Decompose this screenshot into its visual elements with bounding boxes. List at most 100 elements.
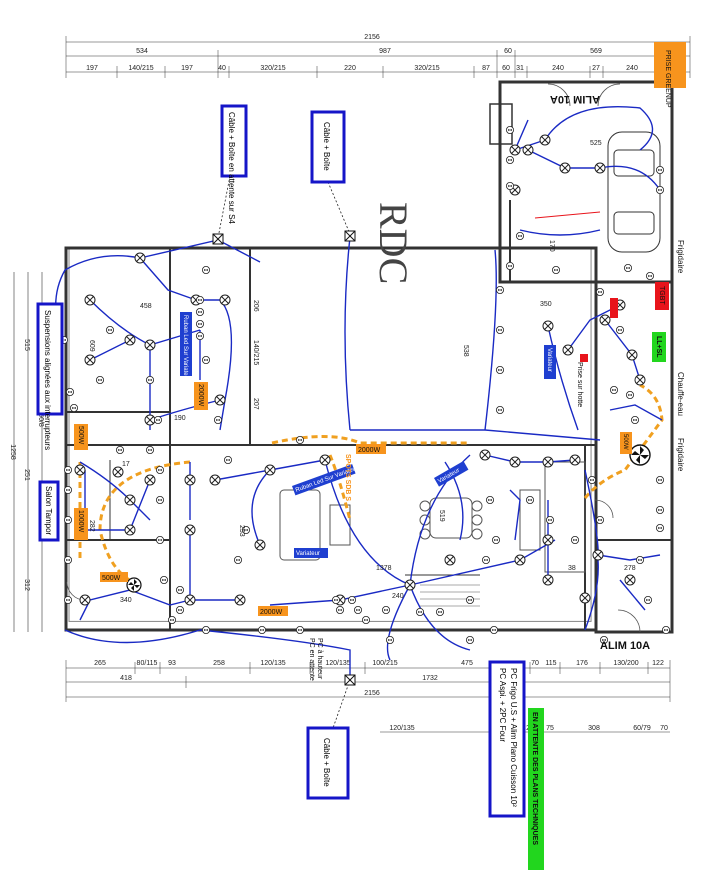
dim-bot-1-9: 115 xyxy=(545,660,556,667)
dim-bot-3-4: 60/79 xyxy=(633,725,651,732)
dim-top-1-3: 569 xyxy=(590,48,602,55)
dimension-bottom: 265 80/115 93 258 120/135 120/135 100/21… xyxy=(65,660,671,733)
power-outlet-icon xyxy=(295,435,304,444)
tag-prise-greenup: PRISE GREENUP xyxy=(654,42,686,108)
tag-prise-greenup-text: PRISE GREENUP xyxy=(664,50,671,108)
callout-top-center-text: Câble + Boîte xyxy=(322,122,331,171)
callout-top-center: Câble + Boîte xyxy=(310,110,346,184)
power-outlet-icon xyxy=(223,455,232,464)
dim-top-2-1: 140/215 xyxy=(128,65,153,72)
power-outlet-icon xyxy=(64,596,73,605)
dim-top-2-11: 27 xyxy=(592,65,600,72)
dim-top-total: 2156 xyxy=(364,34,380,41)
power-outlet-icon xyxy=(505,261,514,270)
ceiling-light-icon xyxy=(444,554,456,566)
tag-en-attente: EN ATTENTE DES PLANS TECHNIQUES xyxy=(528,708,544,870)
power-outlet-icon xyxy=(526,495,535,504)
ceiling-light-icon xyxy=(624,574,636,586)
ceiling-light-icon xyxy=(562,344,574,356)
dim-inner-15: 340 xyxy=(120,597,132,604)
power-outlet-icon xyxy=(153,415,162,424)
power-outlet-icon xyxy=(66,387,75,396)
power-outlet-icon xyxy=(485,495,494,504)
power-outlet-icon xyxy=(631,415,640,424)
tag-ruban-a-text: Ruban Led Sur Variateur xyxy=(182,315,188,381)
ceiling-light-icon xyxy=(569,454,581,466)
tag-2000w-c: 2000W xyxy=(258,606,288,616)
ceiling-light-icon xyxy=(594,162,606,174)
dim-top-2-0: 197 xyxy=(86,65,98,72)
tag-en-attente-text: EN ATTENTE DES PLANS TECHNIQUES xyxy=(531,712,538,845)
tag-1000w: 1000W xyxy=(74,508,88,540)
dim-inner-9: 525 xyxy=(590,140,602,147)
tag-2000w-a: 2000W xyxy=(194,382,208,410)
dimension-inner: 458 609 206 140/215 207 190 282 538 350 … xyxy=(88,140,636,604)
power-outlet-icon xyxy=(335,606,344,615)
power-outlet-icon xyxy=(491,536,500,545)
power-outlet-icon xyxy=(353,606,362,615)
dim-bot-1-11: 130/200 xyxy=(613,660,638,667)
label-pc-attente: PC en attente xyxy=(308,638,315,681)
dimension-top: 2156 534 987 60 569 197 140/215 197 40 3… xyxy=(65,34,691,78)
dim-inner-8: 350 xyxy=(540,301,552,308)
tag-variateur-b-text: Variateur xyxy=(296,551,320,557)
power-outlet-icon xyxy=(600,636,609,645)
power-outlet-icon xyxy=(656,165,665,174)
power-outlet-icon xyxy=(571,536,580,545)
dim-bot-1-10: 176 xyxy=(576,660,588,667)
power-outlet-icon xyxy=(588,475,597,484)
fan-icon-2 xyxy=(126,577,142,593)
power-outlet-icon xyxy=(495,365,504,374)
ceiling-light-icon xyxy=(539,134,551,146)
tag-2000w-b-text: 2000W xyxy=(358,447,381,454)
dim-top-2-12: 240 xyxy=(626,65,638,72)
ceiling-lights xyxy=(74,134,646,606)
tag-500w-c-text: 500W xyxy=(622,434,628,450)
ceiling-light-icon xyxy=(184,474,196,486)
ceiling-light-icon xyxy=(264,464,276,476)
power-outlet-icon xyxy=(201,355,210,364)
tag-variateur-a: Variateur xyxy=(544,345,556,379)
power-outlet-icon xyxy=(155,536,164,545)
power-outlet-icon xyxy=(596,287,605,296)
dim-top-1-1: 987 xyxy=(379,48,391,55)
dim-bot-1-1: 80/115 xyxy=(137,660,158,667)
dim-bot-1-12: 122 xyxy=(652,660,664,667)
ceiling-light-icon xyxy=(542,574,554,586)
power-outlet-icon xyxy=(195,319,204,328)
dim-inner-2: 206 xyxy=(252,300,259,312)
tag-tgbt-text: TGBT xyxy=(658,286,665,305)
ceiling-light-icon xyxy=(599,314,611,326)
dim-inner-3: 140/215 xyxy=(252,340,259,365)
ceiling-light-icon xyxy=(254,539,266,551)
ceiling-light-icon xyxy=(214,394,226,406)
dim-top-2-6: 320/215 xyxy=(414,65,439,72)
ceiling-light-icon xyxy=(84,294,96,306)
ceiling-light-icon xyxy=(209,474,221,486)
tag-500w-a: 500W xyxy=(74,424,88,450)
power-outlet-icon xyxy=(106,325,115,334)
power-outlet-icon xyxy=(465,636,474,645)
power-outlet-icon xyxy=(636,556,645,565)
red-marker-2 xyxy=(610,298,618,318)
power-outlet-icon xyxy=(610,385,619,394)
callout-top-left: Câble + Boîte en attente sur S4 xyxy=(220,104,248,224)
power-outlet-icon xyxy=(505,155,514,164)
label-chauffe-eau: Chauffe-eau xyxy=(676,372,685,416)
ceiling-light-icon xyxy=(124,494,136,506)
callout-bottom-right: PC Aspi. + 2PC Four PC Frigo U.S + Alim … xyxy=(488,660,526,818)
dim-bot-2-0: 418 xyxy=(120,675,132,682)
dim-bot-total: 2156 xyxy=(364,690,380,697)
ceiling-light-icon xyxy=(144,339,156,351)
car-outline xyxy=(607,131,661,253)
label-prise-sur-hotte: Prise sur hotte xyxy=(576,362,583,407)
power-outlet-icon xyxy=(415,608,424,617)
ceiling-light-icon xyxy=(509,144,521,156)
power-outlets xyxy=(60,126,671,645)
dim-bot-3-0: 120/135 xyxy=(389,725,414,732)
power-outlet-icon xyxy=(646,271,655,280)
label-orange-spots: SPOTS SDB S xyxy=(344,454,351,501)
dim-inner-4: 207 xyxy=(252,398,259,410)
power-outlet-icon xyxy=(381,606,390,615)
dim-top-2-10: 240 xyxy=(552,65,564,72)
